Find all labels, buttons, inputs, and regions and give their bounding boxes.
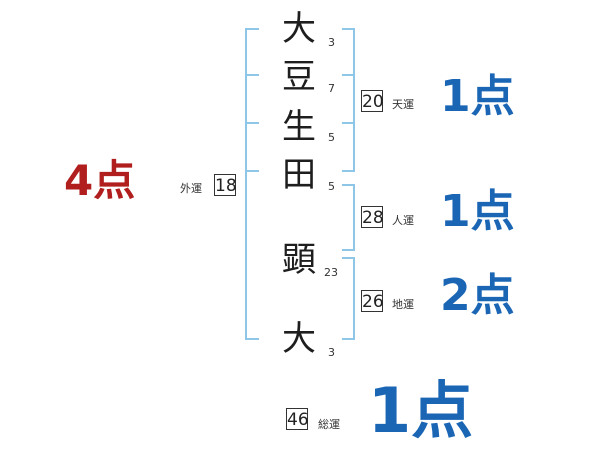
surname-char-4: 田 xyxy=(282,155,316,195)
tenkaku-value: 20 xyxy=(361,90,384,112)
soukaku-label: 総運 xyxy=(318,418,340,431)
surname-char-1: 大 xyxy=(282,9,316,49)
surname-char-3: 生 xyxy=(282,107,316,147)
jinkaku-value: 28 xyxy=(361,206,384,228)
tenkaku-score: 1点 xyxy=(440,71,515,122)
surname-strokes-2: 7 xyxy=(328,82,335,95)
jinkaku-bracket xyxy=(342,184,355,251)
soukaku-score: 1点 xyxy=(368,374,474,447)
jinkaku-score: 1点 xyxy=(440,186,515,237)
surname-strokes-3: 5 xyxy=(328,131,335,144)
given-strokes-2: 3 xyxy=(328,346,335,359)
soukaku-value: 46 xyxy=(286,408,309,430)
surname-char-2: 豆 xyxy=(282,57,316,97)
chikaku-bracket xyxy=(342,257,355,340)
outer-bracket xyxy=(245,28,259,340)
chikaku-label: 地運 xyxy=(392,298,414,311)
gaikaku-score: 4点 xyxy=(64,156,136,205)
jinkaku-label: 人運 xyxy=(392,214,414,227)
tenkaku-bracket xyxy=(342,28,355,172)
gaikaku-label: 外運 xyxy=(180,182,202,195)
tenkaku-label: 天運 xyxy=(392,98,414,111)
surname-strokes-1: 3 xyxy=(328,36,335,49)
chikaku-score: 2点 xyxy=(440,270,515,321)
given-char-1: 顕 xyxy=(282,240,316,280)
given-char-2: 大 xyxy=(282,319,316,359)
surname-strokes-4: 5 xyxy=(328,180,335,193)
gaikaku-value: 18 xyxy=(214,174,237,196)
chikaku-value: 26 xyxy=(361,290,384,312)
given-strokes-1: 23 xyxy=(324,266,338,279)
